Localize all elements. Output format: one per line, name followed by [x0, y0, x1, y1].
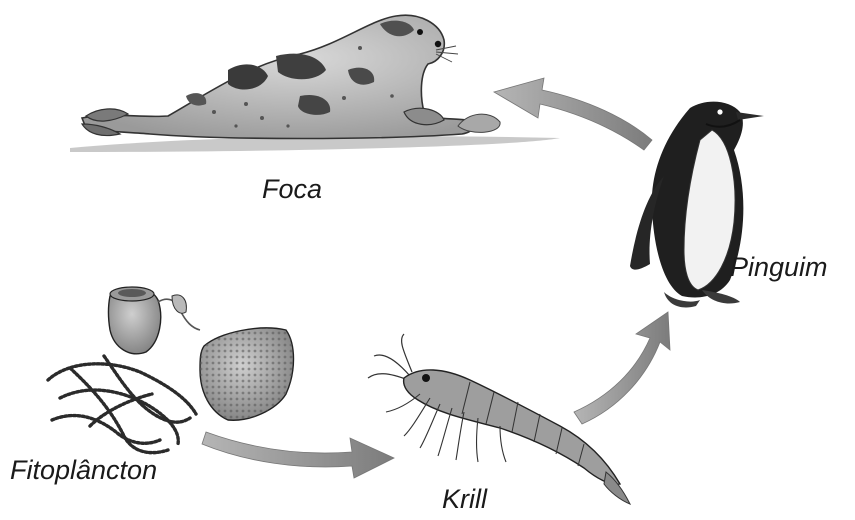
arrow-krill-to-penguin — [574, 312, 670, 424]
phytoplankton-illustration — [48, 287, 294, 453]
label-krill: Krill — [442, 484, 487, 515]
label-pinguim: Pinguim — [730, 252, 828, 283]
label-foca: Foca — [262, 174, 322, 205]
seal-illustration — [70, 15, 560, 152]
label-fitoplancton: Fitoplâncton — [10, 455, 157, 486]
arrow-phyto-to-krill — [202, 432, 394, 478]
